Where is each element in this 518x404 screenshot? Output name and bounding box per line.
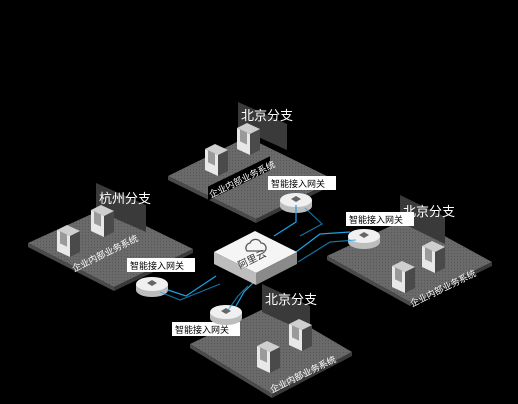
branch-right: 北京分支 企业内部业务系统 智能接入网关 (327, 195, 492, 310)
server-icon (91, 205, 114, 237)
branch-name: 北京分支 (265, 293, 317, 308)
branch-bottom: 北京分支 企业内部业务系统 智能接入网关 (172, 284, 352, 398)
link-right (295, 231, 351, 253)
gateway-label: 智能接入网关 (349, 214, 403, 226)
branch-top: 北京分支 企业内部业务系统 智能接入网关 (168, 102, 336, 223)
server-icon (257, 341, 280, 373)
link-bottom-secondary (227, 285, 249, 311)
server-icon (237, 123, 260, 155)
cloud-hub: 阿里云 (214, 231, 297, 285)
gateway-label: 智能接入网关 (175, 324, 229, 336)
link-top (273, 205, 297, 237)
link-top-secondary (299, 207, 324, 237)
gateway-label-box (172, 322, 240, 336)
branch-left: 杭州分支 企业内部业务系统 智能接入网关 (28, 183, 195, 297)
gateway-label: 智能接入网关 (271, 178, 325, 190)
gateway-label-box (346, 212, 414, 226)
network-links (159, 205, 357, 311)
server-icon (57, 225, 80, 257)
system-label-box (208, 156, 270, 201)
server-icon (205, 144, 228, 176)
server-icon (422, 241, 445, 273)
branch-name-tag (238, 102, 287, 150)
link-bottom (235, 281, 255, 307)
branch-name: 北京分支 (241, 109, 293, 124)
server-icon (392, 261, 415, 293)
gateway-icon (136, 277, 168, 297)
link-right-secondary (297, 239, 357, 263)
branch-name: 北京分支 (403, 205, 455, 220)
gateway-icon (210, 305, 242, 325)
link-left-secondary (159, 283, 221, 301)
gateway-icon (348, 229, 380, 249)
gateway-label-box (268, 176, 336, 190)
branch-name: 杭州分支 (99, 192, 151, 207)
branch-name-tag (400, 195, 445, 244)
branch-name-tag (96, 183, 146, 232)
server-icon (289, 319, 312, 351)
gateway-label-box (127, 258, 195, 272)
link-left (167, 275, 217, 297)
gateway-label: 智能接入网关 (130, 260, 184, 272)
cloud-icon (245, 238, 267, 252)
